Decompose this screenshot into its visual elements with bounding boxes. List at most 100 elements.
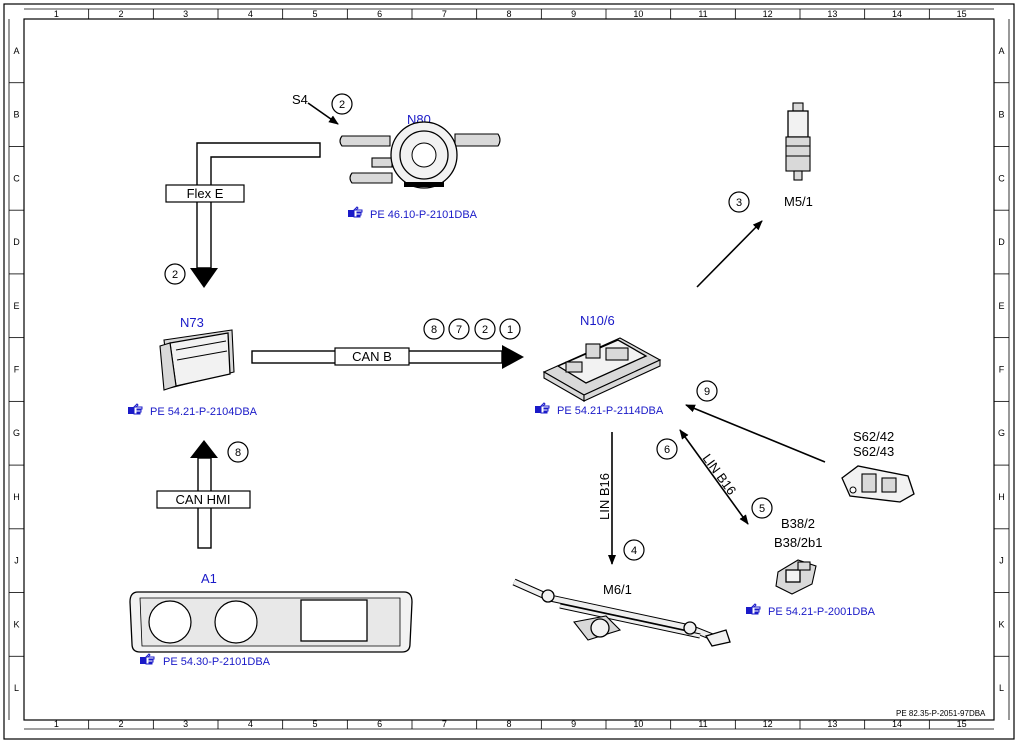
a1-component: A1 PE 54.30-P-2101DBA [129,571,413,668]
drawing-frame: 1122334455667788991010111112121313141415… [3,3,1015,740]
row-letter: E [13,301,19,311]
flex-e-bus: Flex E [165,142,321,288]
s62-arrow [685,404,826,463]
column-number: 1 [54,9,59,19]
svg-text:2: 2 [482,324,488,336]
document-code: PE 82.35-P-2051-97DBA [896,709,986,718]
s4-arrow [307,102,339,125]
row-letter: C [998,173,1005,183]
svg-text:9: 9 [704,386,710,398]
column-number: 1 [54,719,59,729]
column-number: 13 [827,719,837,729]
a1-ref: PE 54.30-P-2101DBA [163,656,271,668]
marker-canb-4: 1 [499,318,521,340]
flex-e-label: Flex E [187,186,224,201]
row-letter: L [14,683,19,693]
can-hmi-bus: CAN HMI [156,440,251,549]
row-letter: K [13,619,19,629]
column-ticks: 1122334455667788991010111112121313141415… [54,9,967,729]
row-letter: B [13,110,19,120]
lin-b16-diagonal-label: LIN B16 [700,451,740,498]
s62-component: S62/42 S62/43 [841,429,915,503]
row-letter: J [14,556,19,566]
n73-component: N73 PE 54.21-P-2104DBA [127,315,258,418]
pointing-hand-icon [534,402,550,414]
column-number: 9 [571,9,576,19]
marker-m5: 3 [728,191,750,213]
column-number: 6 [377,719,382,729]
lin-diagonal-arrow [679,429,749,525]
row-letter: D [998,237,1005,247]
m5-arrow [696,220,763,288]
svg-text:3: 3 [736,197,742,209]
a1-label: A1 [201,571,217,586]
svg-text:7: 7 [456,324,462,336]
n73-ref: PE 54.21-P-2104DBA [150,406,258,418]
can-b-bus: CAN B [251,345,524,369]
column-number: 10 [633,9,643,19]
column-number: 5 [312,719,317,729]
m5-1-label: M5/1 [784,194,813,209]
lin-b16-vertical-label: LIN B16 [597,473,612,520]
svg-text:6: 6 [664,444,670,456]
column-number: 13 [827,9,837,19]
svg-text:5: 5 [759,503,765,515]
column-number: 3 [183,719,188,729]
pointing-hand-icon [347,206,363,218]
column-number: 2 [118,9,123,19]
column-number: 15 [957,719,967,729]
signal-arrows [307,102,826,565]
row-letter: H [13,492,20,502]
pointing-hand-icon [127,403,143,415]
row-letter: K [998,619,1004,629]
row-letter: A [13,46,19,56]
m6-1-label: M6/1 [603,582,632,597]
row-letter: A [998,46,1004,56]
column-number: 3 [183,9,188,19]
column-number: 8 [506,9,511,19]
svg-text:8: 8 [235,447,241,459]
column-number: 8 [506,719,511,729]
svg-text:2: 2 [339,99,345,111]
n80-ref: PE 46.10-P-2101DBA [370,209,478,221]
marker-lin-up: 6 [656,438,678,460]
s4-label: S4 [292,92,308,107]
s62-42-label: S62/42 [853,429,894,444]
marker-canb-3: 2 [474,318,496,340]
marker-canhmi: 8 [227,441,249,463]
can-b-label: CAN B [352,349,392,364]
column-number: 12 [763,9,773,19]
column-number: 6 [377,9,382,19]
s62-43-label: S62/43 [853,444,894,459]
marker-lin-down: 5 [751,497,773,519]
pointing-hand-icon [745,603,761,615]
column-number: 7 [442,9,447,19]
row-letter: C [13,173,20,183]
n10-6-ref: PE 54.21-P-2114DBA [557,405,664,417]
n10-6-label: N10/6 [580,313,615,328]
marker-s62: 9 [696,380,718,402]
n10-6-component: N10/6 PE 54.21-P-2114DBA [534,313,664,417]
svg-text:8: 8 [431,324,437,336]
n73-label: N73 [180,315,204,330]
marker-m6: 4 [623,539,645,561]
column-number: 4 [248,719,253,729]
pointing-hand-icon [139,653,155,665]
row-letter: B [998,110,1004,120]
svg-text:4: 4 [631,545,637,557]
svg-text:1: 1 [507,324,513,336]
column-number: 4 [248,9,253,19]
column-number: 12 [763,719,773,729]
m5-1-component: M5/1 [784,102,813,209]
row-letter: H [998,492,1005,502]
row-letter: E [998,301,1004,311]
column-number: 7 [442,719,447,729]
row-letter: G [998,428,1005,438]
svg-text:2: 2 [172,269,178,281]
m6-1-component: M6/1 [512,578,731,647]
n80-component: S4 N80 PE 46.10-P-2101DBA [292,92,501,221]
b38-ref: PE 54.21-P-2001DBA [768,606,876,618]
row-letter: L [999,683,1004,693]
b38-component: B38/2 B38/2b1 PE 54.21-P-2001DBA [745,516,876,618]
b38-2b1-label: B38/2b1 [774,535,822,550]
